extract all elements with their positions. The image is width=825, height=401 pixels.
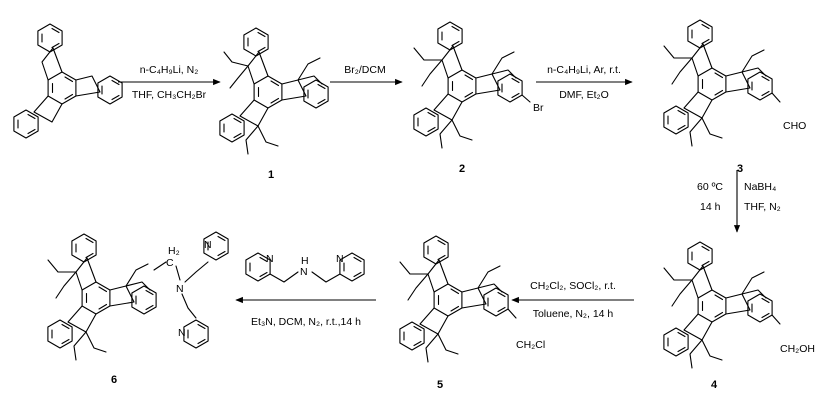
arrow-step-3: n-C₄H₉Li, Ar, r.t. DMF, Et₂O bbox=[536, 64, 633, 101]
compound-number-5: 5 bbox=[437, 379, 443, 391]
condition-a4-left1: 60 ºC bbox=[697, 181, 723, 193]
reagent-a3-bottom: DMF, Et₂O bbox=[559, 89, 609, 101]
substituent-amine-n: N bbox=[176, 283, 184, 295]
substituent-ch2cl: CH₂Cl bbox=[516, 339, 545, 351]
pyridine-n-bottom: N bbox=[178, 327, 186, 339]
compound-number-6: 6 bbox=[111, 374, 117, 386]
compound-number-2: 2 bbox=[459, 163, 465, 175]
reagent-a3-top: n-C₄H₉Li, Ar, r.t. bbox=[547, 64, 621, 76]
reagent-a2-top: Br₂/DCM bbox=[344, 64, 385, 76]
dipicolylamine-reagent: N H N N bbox=[245, 252, 365, 283]
arrow-step-1: n-C₄H₉Li, N₂ THF, CH₃CH₂Br bbox=[118, 64, 221, 101]
reagent-amine-h: H bbox=[301, 255, 309, 267]
reagent-amine-n: N bbox=[300, 266, 308, 278]
compound-number-3: 3 bbox=[737, 163, 743, 175]
substituent-br: Br bbox=[533, 102, 544, 114]
reagent-a1-bottom: THF, CH₃CH₂Br bbox=[132, 89, 207, 101]
compound-4 bbox=[663, 242, 781, 369]
truxene-starting-material bbox=[14, 24, 122, 138]
condition-a4-right2: THF, N₂ bbox=[744, 201, 781, 213]
compound-number-4: 4 bbox=[711, 379, 718, 391]
compound-6 bbox=[47, 234, 156, 361]
arrow-step-2: Br₂/DCM bbox=[330, 64, 403, 86]
substituent-ch2oh: CH₂OH bbox=[780, 343, 815, 355]
reagent-pyridine-n-right: N bbox=[336, 253, 344, 265]
substituent-h2: H₂ bbox=[168, 245, 180, 257]
pyridine-n-top: N bbox=[204, 239, 212, 251]
reagent-a6-bottom: Et₃N, DCM, N₂, r.t.,14 h bbox=[251, 316, 361, 328]
compound-5 bbox=[399, 236, 517, 363]
compound-number-1: 1 bbox=[268, 169, 274, 181]
reagent-a5-top: CH₂Cl₂, SOCl₂, r.t. bbox=[530, 280, 616, 292]
substituent-c: C bbox=[166, 257, 174, 269]
reagent-pyridine-n-left: N bbox=[266, 253, 274, 265]
compound-6-amine-arm: C H₂ N N N bbox=[153, 231, 229, 349]
compound-2 bbox=[413, 22, 531, 149]
substituent-cho: CHO bbox=[783, 120, 806, 132]
compound-3 bbox=[663, 20, 781, 147]
condition-a4-left2: 14 h bbox=[700, 201, 721, 213]
reagent-a1-top: n-C₄H₉Li, N₂ bbox=[140, 64, 199, 76]
arrow-step-5: CH₂Cl₂, SOCl₂, r.t. Toluene, N₂, 14 h bbox=[511, 280, 634, 320]
reagent-a5-bottom: Toluene, N₂, 14 h bbox=[533, 308, 614, 320]
arrow-step-4: 60 ºC 14 h NaBH₄ THF, N₂ bbox=[697, 170, 781, 233]
condition-a4-right1: NaBH₄ bbox=[744, 181, 776, 193]
arrow-step-6: N H N N Et₃N, DCM, N₂, r.t.,14 h bbox=[235, 252, 376, 328]
compound-1 bbox=[220, 28, 328, 155]
